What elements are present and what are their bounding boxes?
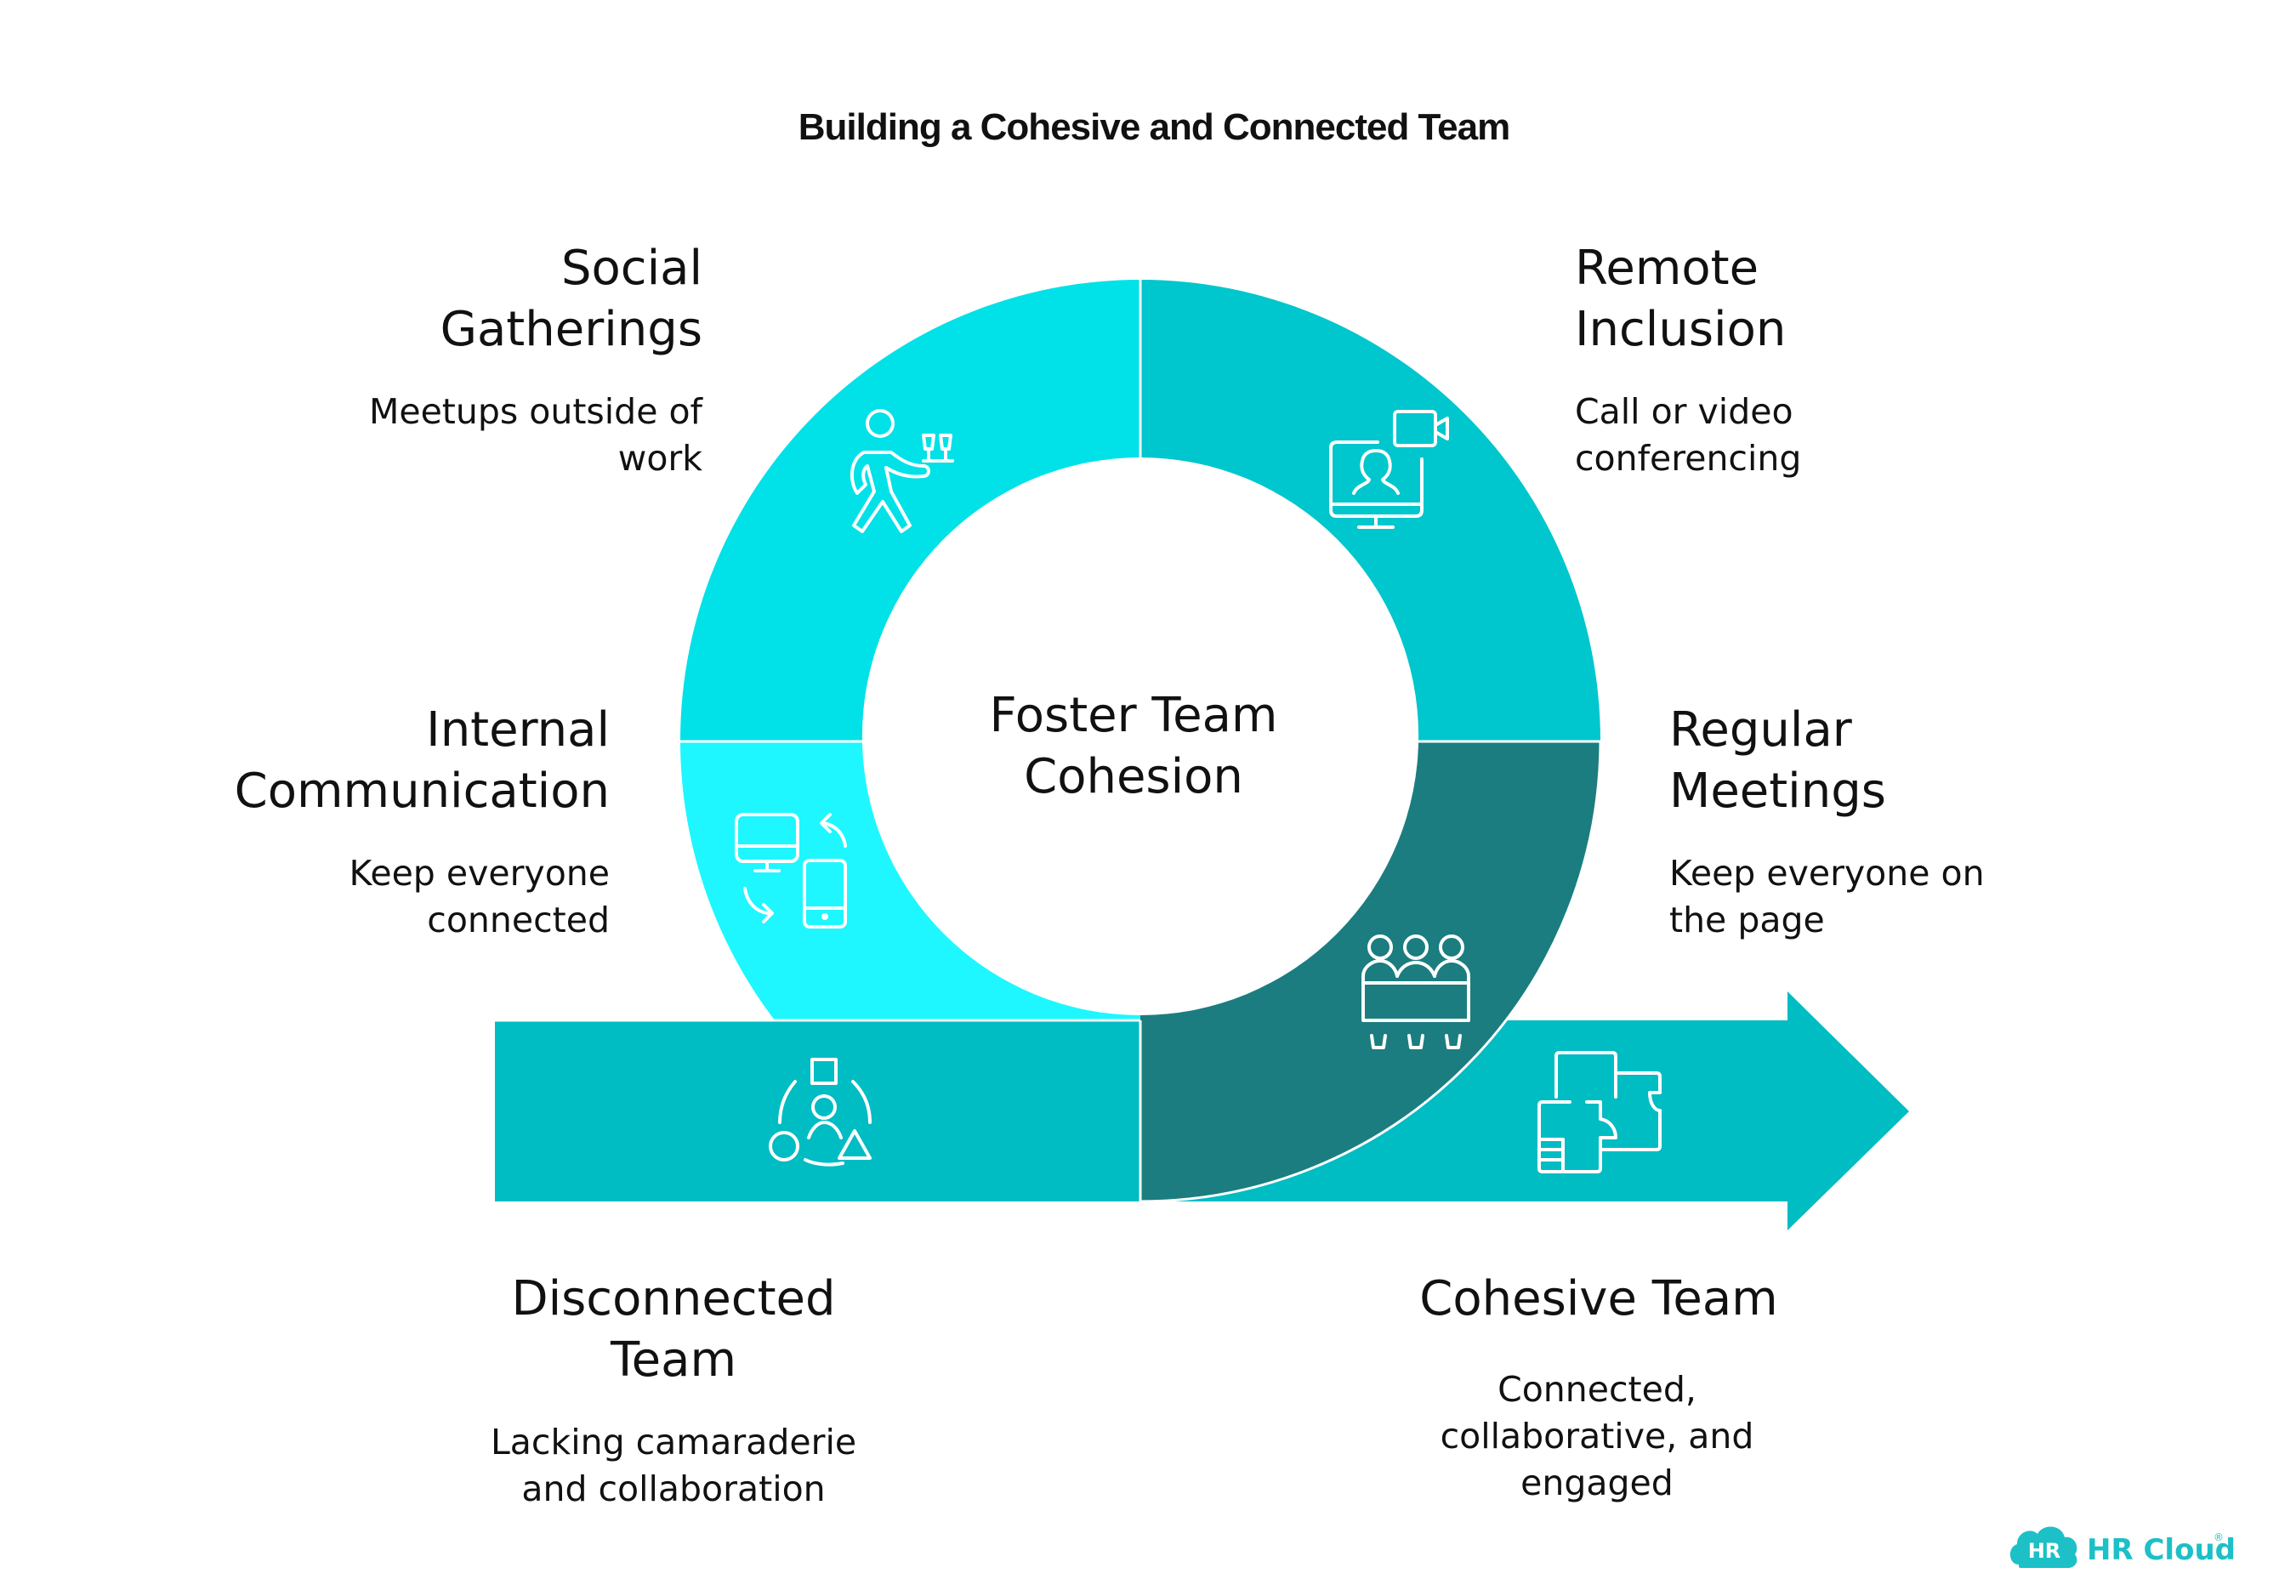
remote-description-line-1: Call or video bbox=[1575, 391, 1793, 432]
social-description-line-2: work bbox=[618, 438, 702, 479]
internal-description-line-2: connected bbox=[427, 900, 610, 940]
ring-segment-social bbox=[680, 280, 1140, 741]
cohesive-heading: Cohesive Team bbox=[1419, 1271, 1777, 1326]
cloud-icon bbox=[2009, 1526, 2077, 1568]
cohesive-description-line-1: Connected, bbox=[1498, 1369, 1696, 1410]
internal-heading-line-1: Internal bbox=[426, 702, 610, 758]
logo-name: HR Cloud bbox=[2087, 1533, 2236, 1567]
social-heading-line-2: Gatherings bbox=[440, 302, 702, 357]
remote-heading-line-2: Inclusion bbox=[1575, 302, 1786, 357]
puzzle-floorplan-icon bbox=[1537, 1051, 1662, 1173]
disconnected-heading-line-1: Disconnected bbox=[511, 1271, 835, 1326]
social-description-line-1: Meetups outside of bbox=[369, 391, 704, 432]
device-sync-icon bbox=[735, 813, 847, 929]
meetings-heading-line-1: Regular bbox=[1669, 702, 1853, 758]
video-conference-icon bbox=[1329, 410, 1449, 529]
internal-description-line-1: Keep everyone bbox=[350, 853, 610, 894]
remote-description-line-2: conferencing bbox=[1575, 438, 1801, 479]
center-heading-line-1: Foster Team bbox=[990, 688, 1278, 743]
meetings-description-line-2: the page bbox=[1669, 900, 1825, 940]
meetings-heading-line-2: Meetings bbox=[1669, 764, 1886, 819]
logo-registered-mark: ® bbox=[2214, 1531, 2224, 1543]
disconnected-description-line-2: and collaboration bbox=[521, 1468, 825, 1509]
waiter-with-drinks-icon bbox=[850, 409, 954, 533]
center-heading-line-2: Cohesion bbox=[1024, 749, 1243, 804]
diagram-title: Building a Cohesive and Connected Team bbox=[798, 106, 1509, 148]
meeting-table-icon bbox=[1361, 934, 1470, 1049]
cohesive-description-line-2: collaborative, and bbox=[1441, 1416, 1754, 1457]
remote-heading-line-1: Remote bbox=[1575, 241, 1759, 296]
ring-segment-remote bbox=[1140, 280, 1600, 741]
arrow-body-left bbox=[495, 1020, 1140, 1201]
internal-heading-line-2: Communication bbox=[235, 764, 610, 819]
cohesive-description-line-3: engaged bbox=[1520, 1463, 1674, 1503]
logo-badge-text: HR bbox=[2028, 1539, 2061, 1563]
meetings-outer-edge bbox=[1139, 741, 1602, 1203]
meetings-description-line-1: Keep everyone on bbox=[1669, 853, 1985, 894]
disconnected-description-line-1: Lacking camaraderie bbox=[491, 1422, 856, 1463]
social-heading-line-1: Social bbox=[561, 241, 702, 296]
hr-cloud-logo: HR HR Cloud ® bbox=[2009, 1526, 2236, 1568]
disconnected-heading-line-2: Team bbox=[610, 1332, 736, 1388]
scattered-shapes-icon bbox=[769, 1058, 872, 1167]
